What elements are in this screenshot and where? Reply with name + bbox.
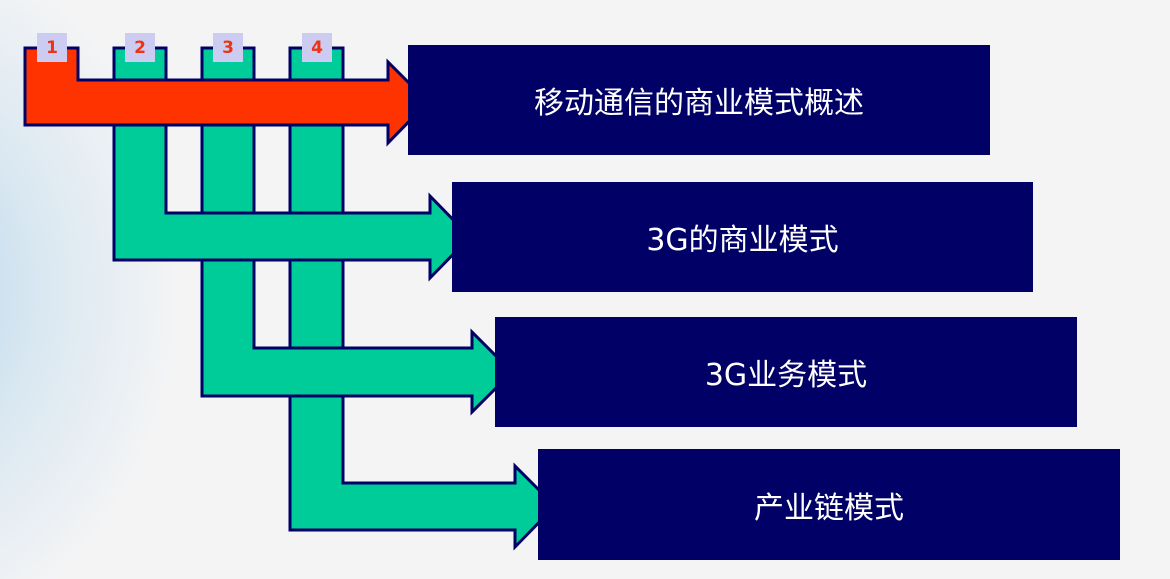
step-number-3: 3 [213, 33, 243, 62]
step-box-4[interactable]: 产业链模式 [538, 449, 1120, 560]
step-box-1[interactable]: 移动通信的商业模式概述 [408, 45, 990, 155]
step-box-2[interactable]: 3G的商业模式 [452, 182, 1033, 292]
step-number-1: 1 [37, 33, 67, 62]
step-number-2: 2 [125, 33, 155, 62]
arrow-2[interactable] [112, 46, 473, 282]
step-number-4: 4 [302, 33, 332, 62]
step-box-3[interactable]: 3G业务模式 [495, 317, 1077, 427]
